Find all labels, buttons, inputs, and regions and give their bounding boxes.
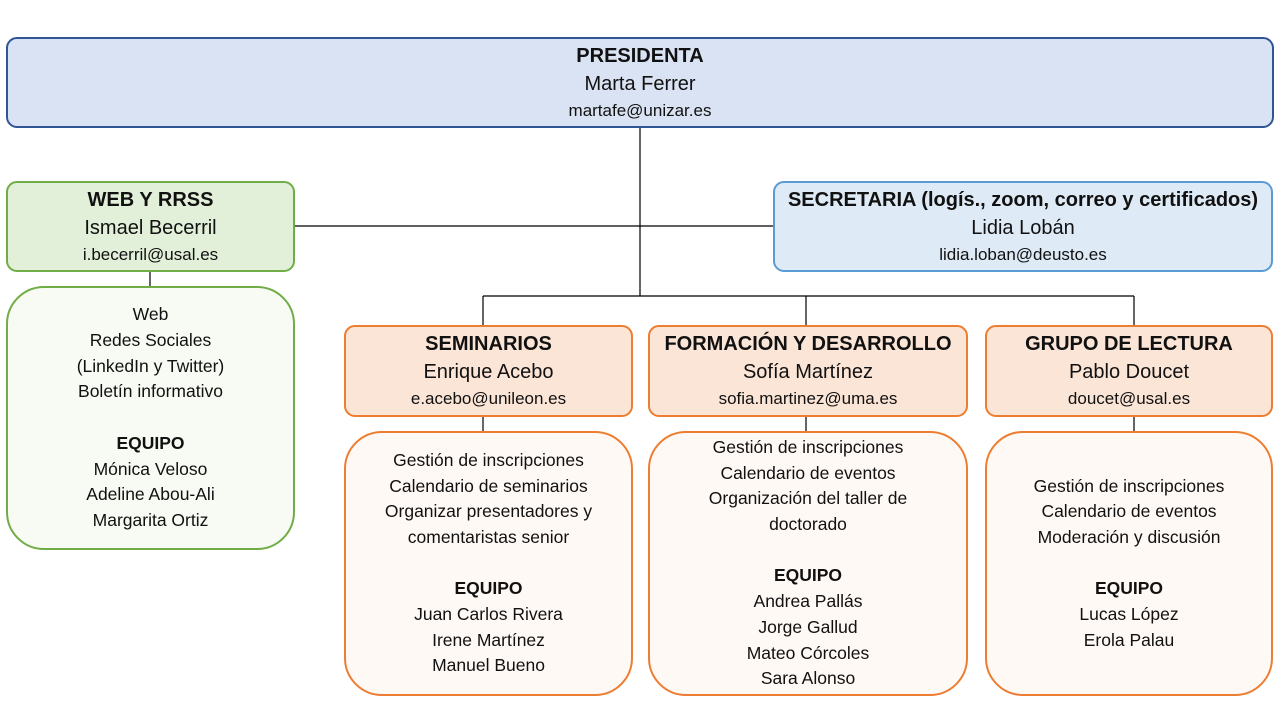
person-name: Lidia Lobán xyxy=(971,216,1075,239)
team-label: EQUIPO xyxy=(1094,578,1164,599)
secretaria-box: SECRETARIA (logís., zoom, correo y certi… xyxy=(773,181,1273,272)
role-title: PRESIDENTA xyxy=(576,44,704,67)
team-member: Manuel Bueno xyxy=(432,655,545,676)
lectura-box: GRUPO DE LECTURA Pablo Doucet doucet@usa… xyxy=(985,325,1273,417)
task-item: Organizar presentadores y xyxy=(384,501,593,522)
person-name: Ismael Becerril xyxy=(84,216,217,239)
task-item: Redes Sociales xyxy=(89,330,212,351)
role-title: GRUPO DE LECTURA xyxy=(1025,333,1233,355)
seminarios-box: SEMINARIOS Enrique Acebo e.acebo@unileon… xyxy=(344,325,633,417)
team-label: EQUIPO xyxy=(773,565,843,586)
team-label: EQUIPO xyxy=(116,432,185,453)
formacion-details: Gestión de inscripciones Calendario de e… xyxy=(648,431,968,696)
person-name: Marta Ferrer xyxy=(584,72,696,95)
team-member: Adeline Abou-Ali xyxy=(86,484,215,505)
role-title: FORMACIÓN Y DESARROLLO xyxy=(664,333,952,355)
role-title: SECRETARIA (logís., zoom, correo y certi… xyxy=(787,188,1259,211)
team-member: Juan Carlos Rivera xyxy=(414,604,563,625)
role-title: SEMINARIOS xyxy=(425,333,552,355)
email-address: lidia.loban@deusto.es xyxy=(939,244,1107,264)
task-item: (LinkedIn y Twitter) xyxy=(76,355,225,376)
team-member: Mateo Córcoles xyxy=(746,642,870,663)
presidenta-box: PRESIDENTA Marta Ferrer martafe@unizar.e… xyxy=(6,37,1274,128)
web-rrss-details: Web Redes Sociales (LinkedIn y Twitter) … xyxy=(6,286,295,550)
person-name: Pablo Doucet xyxy=(1068,361,1190,383)
task-item: Gestión de inscripciones xyxy=(1033,475,1225,496)
task-item: doctorado xyxy=(769,514,847,535)
team-member: Erola Palau xyxy=(1083,629,1175,650)
web-rrss-box: WEB Y RRSS Ismael Becerril i.becerril@us… xyxy=(6,181,295,272)
person-name: Sofía Martínez xyxy=(742,361,874,383)
task-item: Calendario de eventos xyxy=(720,462,896,483)
formacion-box: FORMACIÓN Y DESARROLLO Sofía Martínez so… xyxy=(648,325,968,417)
email-address: e.acebo@unileon.es xyxy=(410,389,567,408)
task-item: Web xyxy=(132,304,169,325)
email-address: martafe@unizar.es xyxy=(568,100,712,120)
team-member: Jorge Gallud xyxy=(758,616,858,637)
task-item: Calendario de seminarios xyxy=(389,475,588,496)
email-address: doucet@usal.es xyxy=(1067,389,1191,408)
task-item: comentaristas senior xyxy=(407,526,570,547)
role-title: WEB Y RRSS xyxy=(87,188,214,211)
team-member: Lucas López xyxy=(1079,604,1179,625)
task-item: Gestión de inscripciones xyxy=(712,436,904,457)
seminarios-details: Gestión de inscripciones Calendario de s… xyxy=(344,431,633,696)
team-member: Sara Alonso xyxy=(760,668,856,689)
team-member: Andrea Pallás xyxy=(753,591,863,612)
task-item: Moderación y discusión xyxy=(1037,526,1221,547)
team-member: Margarita Ortiz xyxy=(92,509,209,530)
team-member: Mónica Veloso xyxy=(93,458,208,479)
team-member: Irene Martínez xyxy=(432,629,545,650)
email-address: i.becerril@usal.es xyxy=(82,244,219,264)
team-label: EQUIPO xyxy=(454,578,523,599)
email-address: sofia.martinez@uma.es xyxy=(718,389,898,408)
task-item: Boletín informativo xyxy=(78,381,223,402)
person-name: Enrique Acebo xyxy=(423,361,554,383)
lectura-details: Gestión de inscripciones Calendario de e… xyxy=(985,431,1273,696)
task-item: Gestión de inscripciones xyxy=(393,449,584,470)
task-item: Organización del taller de xyxy=(708,488,908,509)
task-item: Calendario de eventos xyxy=(1041,501,1217,522)
